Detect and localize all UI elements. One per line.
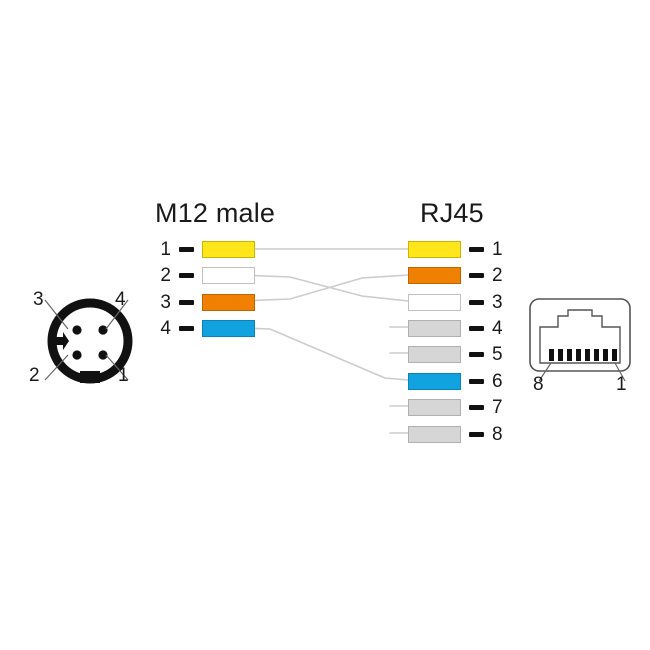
rj45-row-number: 3 <box>492 292 503 313</box>
rj45-contact-dash <box>469 273 484 278</box>
rj45-wire-block-yellow <box>408 241 461 258</box>
m12-pin-3 <box>72 325 82 335</box>
rj45-wire-row: 4 <box>408 319 508 338</box>
rj45-row-number: 8 <box>492 424 503 445</box>
m12-label-pin-1: 1 <box>118 365 129 386</box>
m12-wire-row: 1 <box>155 240 255 259</box>
rj45-contact-dash <box>469 352 484 357</box>
rj45-contact-dash <box>469 432 484 437</box>
wire-4-to-6 <box>239 327 409 381</box>
m12-wire-row: 2 <box>155 266 255 285</box>
m12-wire-block-yellow <box>202 241 255 258</box>
rj45-row-number: 1 <box>492 239 503 260</box>
rj45-wire-row: 2 <box>408 266 508 285</box>
rj45-row-number: 6 <box>492 371 503 392</box>
m12-pin-4 <box>98 325 108 335</box>
rj45-connector-face <box>528 297 632 383</box>
m12-row-number: 3 <box>160 292 171 313</box>
m12-contact-dash <box>179 300 194 305</box>
m12-contact-dash <box>179 326 194 331</box>
m12-label-pin-4: 4 <box>115 289 126 310</box>
rj45-wire-block-blue <box>408 373 461 390</box>
rj45-wire-block-gray <box>408 346 461 363</box>
m12-wire-row: 3 <box>155 293 255 312</box>
rj45-contacts <box>549 349 617 361</box>
rj45-wire-row: 1 <box>408 240 508 259</box>
m12-pin-2 <box>72 350 82 360</box>
rj45-wire-block-gray <box>408 399 461 416</box>
rj45-wire-row: 8 <box>408 425 508 444</box>
rj45-wire-block-gray <box>408 426 461 443</box>
rj45-wire-row: 6 <box>408 372 508 391</box>
rj45-wire-block-white <box>408 294 461 311</box>
left-connector-title: M12 male <box>155 198 276 228</box>
rj45-wire-row: 5 <box>408 345 508 364</box>
m12-label-pin-3: 3 <box>33 289 44 310</box>
rj45-row-number: 5 <box>492 344 503 365</box>
m12-contact-dash <box>179 247 194 252</box>
rj45-label-pin-8: 8 <box>533 374 544 395</box>
m12-label-pin-2: 2 <box>29 365 40 386</box>
m12-wire-block-orange <box>202 294 255 311</box>
m12-connector-face <box>42 295 138 391</box>
rj45-contact-dash <box>469 326 484 331</box>
right-connector-title: RJ45 <box>420 198 484 228</box>
rj45-wire-block-gray <box>408 320 461 337</box>
rj45-contact-dash <box>469 405 484 410</box>
m12-wire-block-blue <box>202 320 255 337</box>
rj45-label-pin-1: 1 <box>616 374 627 395</box>
m12-wire-block-white <box>202 267 255 284</box>
m12-row-number: 2 <box>160 265 171 286</box>
m12-row-number: 1 <box>160 239 171 260</box>
wire-3-to-2 <box>239 274 409 302</box>
rj45-contact-dash <box>469 300 484 305</box>
rj45-contact-dash <box>469 247 484 252</box>
rj45-row-number: 2 <box>492 265 503 286</box>
m12-contact-dash <box>179 273 194 278</box>
m12-leader-lines <box>44 299 129 381</box>
rj45-wire-block-orange <box>408 267 461 284</box>
rj45-row-number: 7 <box>492 397 503 418</box>
wire-2-to-3 <box>239 274 409 302</box>
rj45-wire-row: 7 <box>408 398 508 417</box>
m12-wire-row: 4 <box>155 319 255 338</box>
rj45-wire-row: 3 <box>408 293 508 312</box>
m12-pin-1 <box>98 350 108 360</box>
rj45-contact-dash <box>469 379 484 384</box>
rj45-row-number: 4 <box>492 318 503 339</box>
m12-row-number: 4 <box>160 318 171 339</box>
